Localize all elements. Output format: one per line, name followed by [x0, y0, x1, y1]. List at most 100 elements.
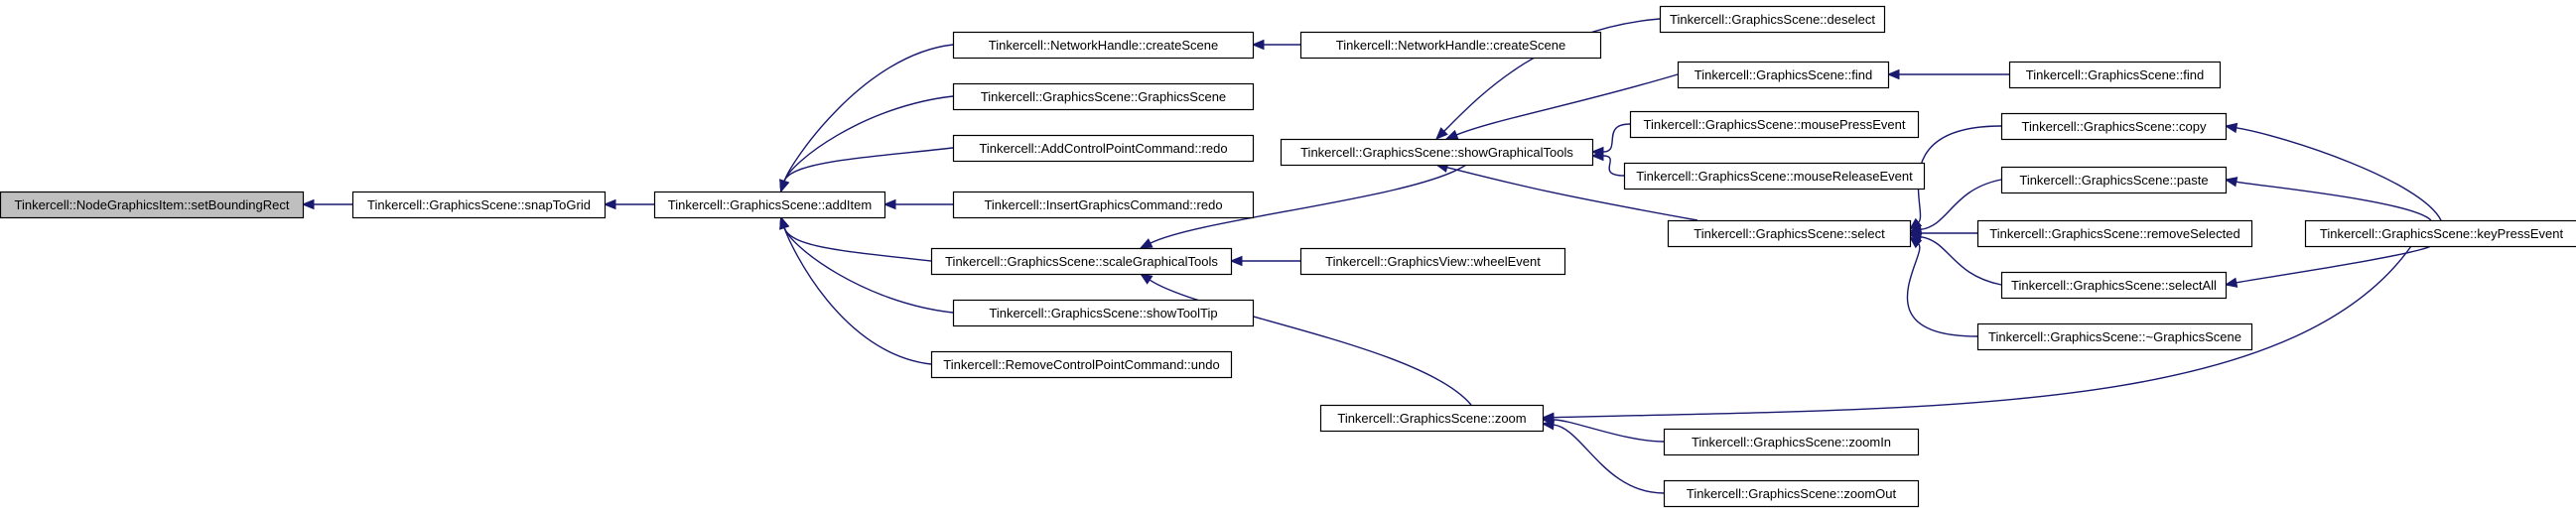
node-label: Tinkercell::GraphicsScene::find [2026, 67, 2204, 82]
graph-node[interactable]: Tinkercell::GraphicsScene::selectAll [2000, 271, 2228, 300]
call-edge [1139, 273, 1472, 406]
node-label: Tinkercell::GraphicsScene::selectAll [2011, 278, 2217, 293]
arrowhead-icon [1139, 238, 1153, 249]
call-edge [779, 215, 932, 262]
graph-node[interactable]: Tinkercell::GraphicsScene::showToolTip [952, 299, 1255, 327]
call-edge [882, 198, 953, 210]
call-edge [1590, 150, 1625, 177]
edge-line [2236, 181, 2432, 221]
arrowhead-icon [2224, 277, 2238, 288]
graph-node[interactable]: Tinkercell::NetworkHandle::createScene [1299, 31, 1602, 60]
graph-node[interactable]: Tinkercell::GraphicsScene::removeSelecte… [1976, 219, 2253, 248]
node-label: Tinkercell::GraphicsScene::addItem [668, 197, 872, 212]
node-box [2008, 61, 2222, 89]
node-box [1976, 322, 2253, 351]
call-edge [779, 215, 932, 365]
node-label: Tinkercell::GraphicsScene::snapToGrid [367, 197, 591, 212]
node-box [653, 191, 886, 219]
graph-node[interactable]: Tinkercell::GraphicsScene::GraphicsScene [952, 82, 1255, 111]
graph-node[interactable]: Tinkercell::GraphicsScene::keyPressEvent [2304, 219, 2576, 248]
node-box [1299, 31, 1602, 60]
node-box [952, 82, 1255, 111]
node-label: Tinkercell::GraphicsScene::showToolTip [989, 306, 1217, 321]
node-box [952, 134, 1255, 163]
arrowhead-icon [1435, 127, 1448, 140]
edge-line [783, 44, 954, 182]
call-edge [1541, 419, 1665, 494]
arrowhead-icon [779, 179, 790, 193]
edge-line [783, 227, 954, 314]
graph-node[interactable]: Tinkercell::GraphicsScene::zoom [1319, 404, 1545, 433]
edge-line [1455, 73, 1679, 136]
edge-line [1920, 179, 2002, 231]
node-label: Tinkercell::GraphicsScene::zoomIn [1692, 435, 1891, 449]
arrowhead-icon [1541, 419, 1555, 431]
node-box [1667, 219, 1912, 248]
call-edge [1590, 123, 1631, 158]
graph-node[interactable]: Tinkercell::GraphicsScene::find [1677, 61, 1890, 89]
node-box [930, 247, 1233, 276]
node-box [2000, 166, 2228, 194]
edge-line [1920, 235, 2002, 286]
edge-line [783, 147, 954, 182]
node-label: Tinkercell::GraphicsScene::mouseReleaseE… [1636, 169, 1913, 184]
arrowhead-icon [1590, 150, 1604, 162]
edge-line [783, 227, 932, 365]
node-box [952, 299, 1255, 327]
call-edge [779, 44, 954, 193]
edge-line [1149, 279, 1472, 406]
node-box [351, 191, 607, 219]
call-edge [2224, 245, 2432, 288]
graph-node[interactable]: Tinkercell::GraphicsScene::scaleGraphica… [930, 247, 1233, 276]
graph-node[interactable]: Tinkercell::GraphicsScene::find [2008, 61, 2222, 89]
graph-node[interactable]: Tinkercell::InsertGraphicsCommand::redo [952, 191, 1255, 219]
node-box [1623, 162, 1926, 191]
node-label: Tinkercell::GraphicsScene::scaleGraphica… [945, 254, 1218, 269]
graph-node[interactable]: Tinkercell::GraphicsScene::zoomOut [1663, 479, 1920, 508]
graph-node[interactable]: Tinkercell::GraphicsScene::zoomIn [1663, 428, 1920, 456]
graph-node[interactable]: Tinkercell::GraphicsScene::paste [2000, 166, 2228, 194]
arrowhead-icon [882, 198, 896, 210]
call-edge [603, 198, 654, 210]
edge-line [1553, 419, 1665, 443]
graph-node[interactable]: Tinkercell::GraphicsScene::mouseReleaseE… [1623, 162, 1926, 191]
node-box [2304, 219, 2576, 248]
arrowhead-icon [2224, 177, 2238, 188]
node-label: Tinkercell::NodeGraphicsItem::setBoundin… [15, 197, 290, 212]
graph-node[interactable]: Tinkercell::GraphicsScene::mousePressEve… [1629, 110, 1920, 139]
graph-node[interactable]: Tinkercell::GraphicsScene::deselect [1659, 5, 1886, 34]
root-node[interactable]: Tinkercell::NodeGraphicsItem::setBoundin… [0, 191, 305, 219]
call-edge [1541, 414, 1665, 443]
call-edge [1906, 236, 1978, 337]
graph-node[interactable]: Tinkercell::GraphicsScene::showGraphical… [1280, 138, 1594, 167]
graph-node[interactable]: Tinkercell::GraphicsView::wheelEvent [1299, 247, 1566, 276]
edge-line [1906, 243, 1978, 337]
arrowhead-icon [1139, 273, 1153, 285]
call-edge [2224, 122, 2442, 221]
node-box [1663, 479, 1920, 508]
edge-line [1602, 123, 1631, 153]
graph-node[interactable]: Tinkercell::RemoveControlPointCommand::u… [930, 350, 1233, 379]
graph-node[interactable]: Tinkercell::GraphicsScene::copy [2000, 112, 2228, 141]
edge-line [783, 95, 954, 182]
edge-line [1446, 166, 1698, 221]
edge-line [1553, 245, 2412, 419]
node-box [1659, 5, 1886, 34]
edge-line [1553, 424, 1665, 494]
graph-node[interactable]: Tinkercell::GraphicsScene::~GraphicsScen… [1976, 322, 2253, 351]
graph-node[interactable]: Tinkercell::GraphicsScene::snapToGrid [351, 191, 607, 219]
graph-node[interactable]: Tinkercell::GraphicsScene::select [1667, 219, 1912, 248]
node-box [1663, 428, 1920, 456]
node-box [1280, 138, 1594, 167]
graph-node[interactable]: Tinkercell::GraphicsScene::addItem [653, 191, 886, 219]
graph-node[interactable]: Tinkercell::NetworkHandle::createScene [952, 31, 1255, 60]
edge-line [2236, 127, 2442, 221]
graph-node[interactable]: Tinkercell::AddControlPointCommand::redo [952, 134, 1255, 163]
node-label: Tinkercell::GraphicsScene::~GraphicsScen… [1988, 329, 2241, 344]
call-edge [1435, 18, 1661, 140]
nodes-layer: Tinkercell::NodeGraphicsItem::setBoundin… [0, 5, 2576, 508]
call-edge [301, 198, 352, 210]
node-label: Tinkercell::GraphicsScene::removeSelecte… [1989, 226, 2239, 241]
arrowhead-icon [1229, 255, 1243, 267]
node-label: Tinkercell::GraphicsScene::GraphicsScene [981, 89, 1226, 104]
